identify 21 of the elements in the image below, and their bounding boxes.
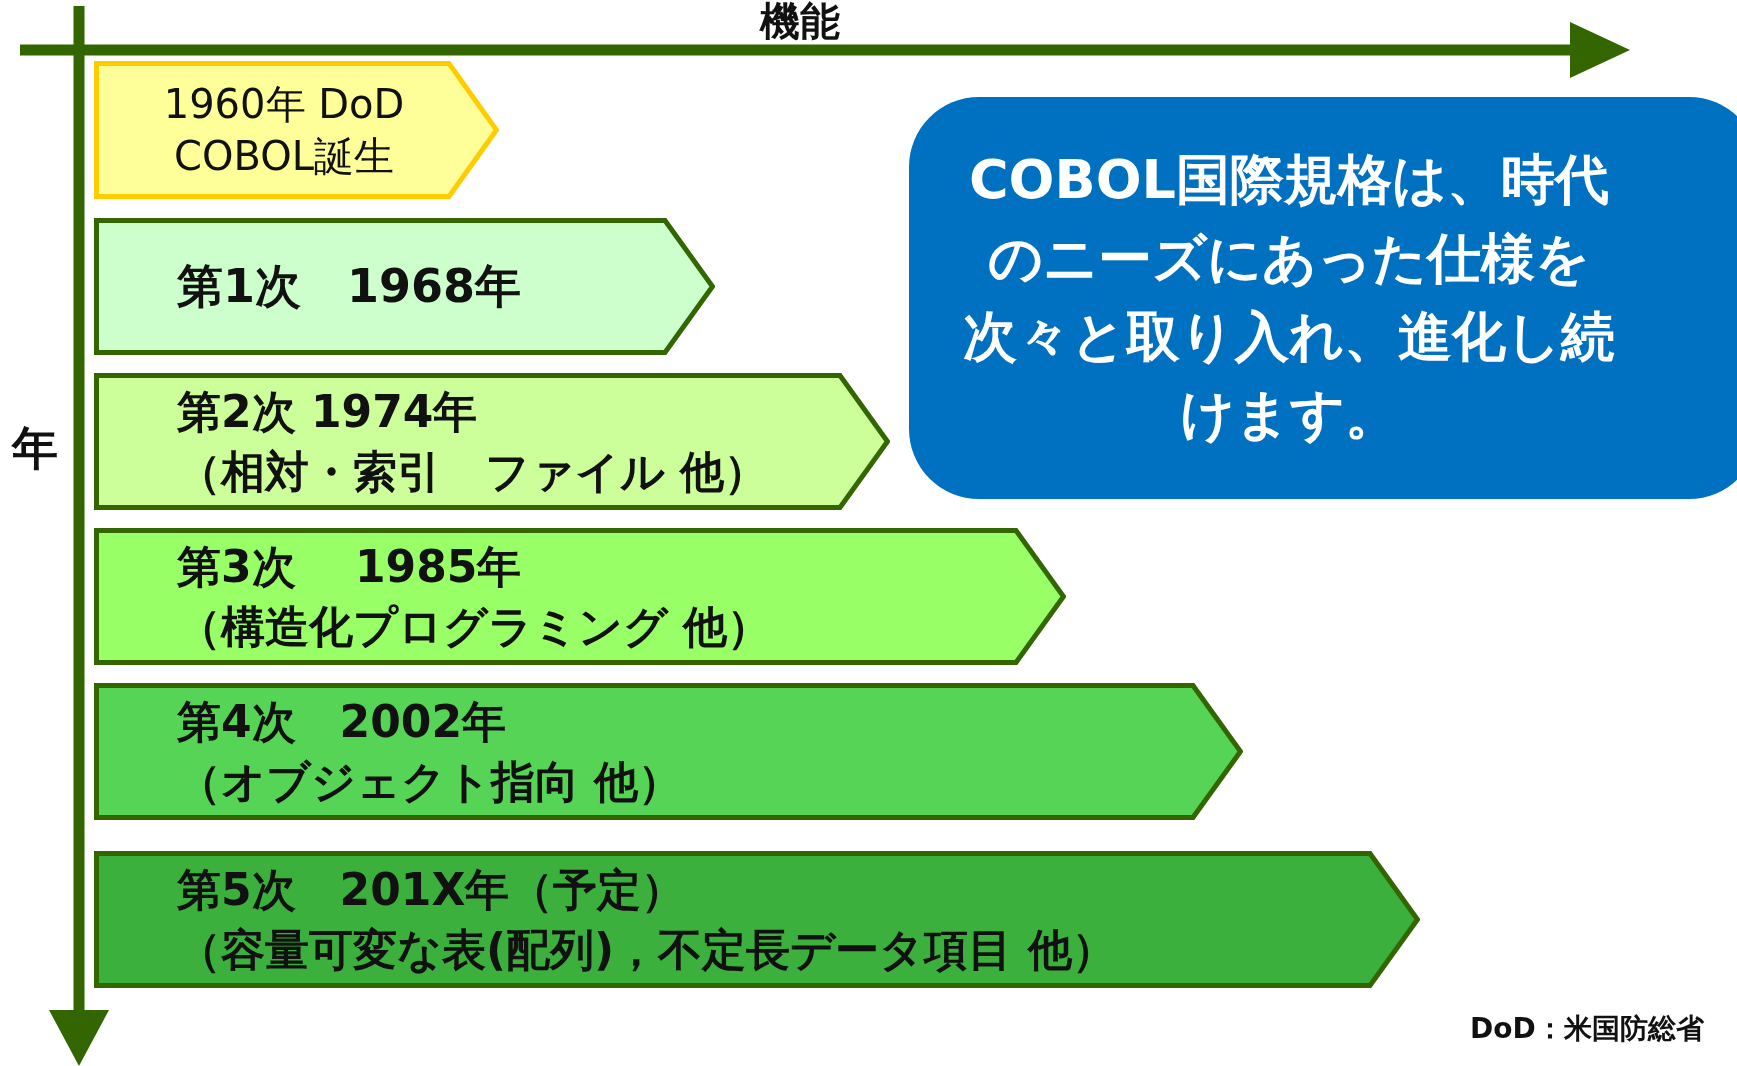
bar-heading: 第5次 201X年（予定） [177, 863, 687, 918]
bar-heading: 第1次 1968年 [177, 258, 523, 316]
callout-box [909, 97, 1737, 499]
bar-heading: 第4次 2002年 [177, 695, 508, 750]
axis-label: 年 [12, 420, 58, 477]
arrow-bar [94, 373, 890, 510]
arrow-bar [94, 61, 499, 199]
bar-detail: （容量可変な表(配列)，不定長データ項目 他） [177, 922, 1117, 977]
bar-heading: 第2次 1974年 [177, 385, 479, 440]
axis-label: 機能 [760, 0, 840, 46]
bar-detail: （構造化プログラミング 他） [177, 599, 773, 654]
bar-heading: 第3次 1985年 [177, 540, 523, 595]
arrow-bar [94, 528, 1066, 665]
bar-detail: （相対・索引 ファイル 他） [177, 444, 770, 499]
arrow-bar [94, 851, 1420, 988]
footnote: DoD：米国防総省 [1470, 1011, 1704, 1047]
callout-text: COBOL国際規格は、時代のニーズにあった仕様を次々と取り入れ、進化し続けます。 [962, 147, 1616, 449]
bar-detail: （オブジェクト指向 他） [177, 754, 684, 809]
arrow-bar [94, 218, 715, 355]
arrow-bar [94, 683, 1243, 820]
bar-heading: 1960年 DoD COBOL誕生 [162, 80, 406, 181]
